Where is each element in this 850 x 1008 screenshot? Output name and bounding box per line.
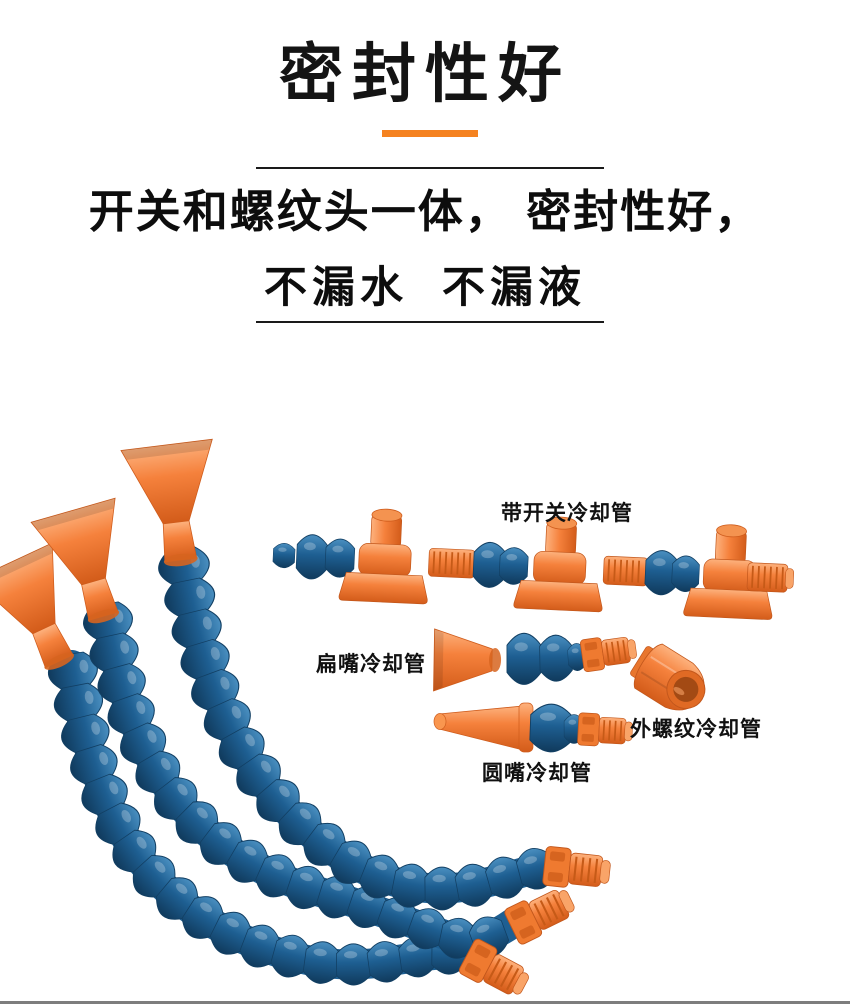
switch-valve	[338, 508, 428, 605]
round-nozzle-coolant-pipe	[433, 702, 633, 753]
external-thread-fitting	[630, 643, 706, 711]
long-hose-1	[158, 545, 562, 911]
round-pipe-threaded-tip	[577, 712, 633, 747]
flat-fan-mouth	[433, 628, 502, 692]
long-hose-2-threaded-tip	[504, 890, 575, 945]
title-underline	[382, 130, 478, 137]
label-round-nozzle-coolant-pipe: 圆嘴冷却管	[482, 762, 592, 785]
subtitle-line-1: 开关和螺纹头一体， 密封性好，	[88, 186, 762, 237]
top-rule-line	[256, 167, 604, 169]
flat-fan-nozzle-2	[30, 497, 120, 624]
flat-fan-nozzle-3	[0, 542, 75, 670]
switch-valve	[683, 524, 773, 620]
product-photo-collage	[0, 438, 795, 995]
long-hose-3-threaded-tip	[458, 938, 529, 995]
bottom-rule-line	[256, 321, 604, 323]
long-hose-3	[47, 650, 483, 986]
flat-nozzle-coolant-pipe	[433, 628, 637, 692]
long-hose-1-threaded-tip	[542, 846, 611, 888]
section-divider-line	[0, 1001, 850, 1004]
switch-valve	[513, 516, 603, 613]
switch-coolant-pipe	[272, 508, 795, 620]
label-external-thread-coolant-pipe: 外螺纹冷却管	[630, 718, 762, 741]
long-hose-2	[83, 600, 528, 959]
flat-pipe-threaded-tip	[580, 636, 637, 673]
page-title: 密封性好	[279, 38, 571, 110]
label-switch-coolant-pipe: 带开关冷却管	[501, 502, 633, 525]
flat-fan-nozzle-1	[120, 438, 213, 567]
subtitle-line-2: 不漏水 不漏液	[264, 264, 586, 312]
label-flat-nozzle-coolant-pipe: 扁嘴冷却管	[316, 653, 426, 676]
